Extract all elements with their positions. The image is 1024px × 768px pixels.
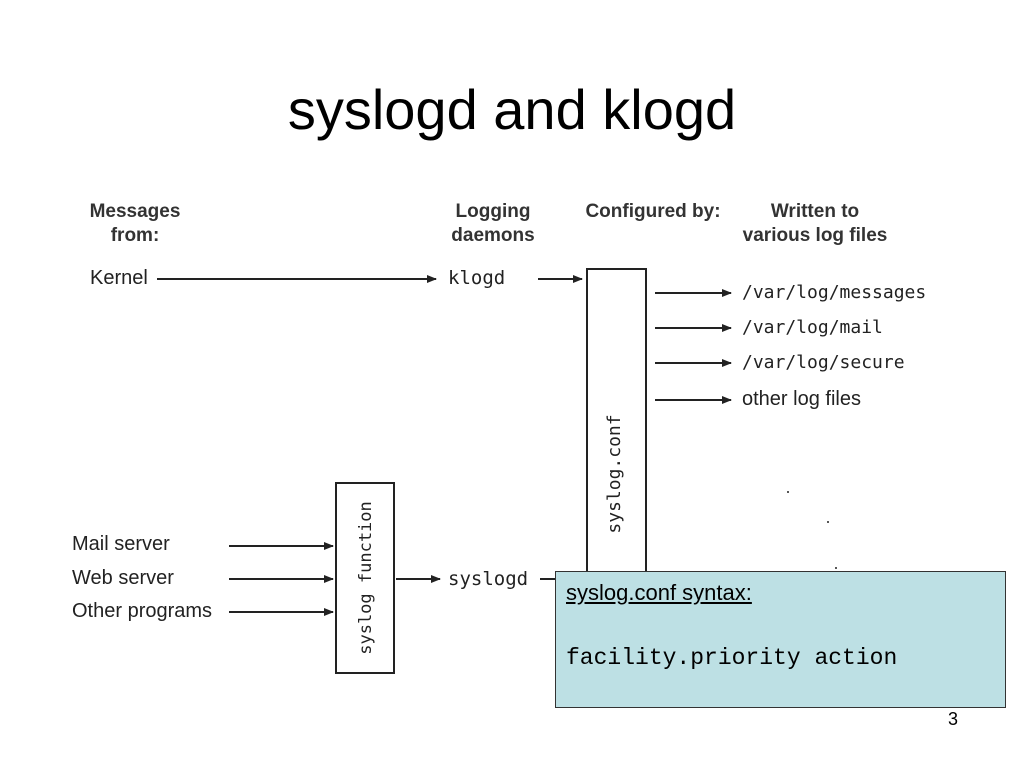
source-kernel: Kernel: [90, 267, 148, 289]
header-written-to-line2: various log files: [742, 225, 888, 246]
header-messages-from: Messages from:: [80, 200, 190, 248]
slide-title: syslogd and klogd: [287, 78, 737, 141]
page-number: 3: [948, 709, 959, 729]
header-logging-daemons: Logging daemons: [438, 200, 548, 248]
header-written-to: Written to various log files: [730, 200, 900, 248]
syslog-function-label: syslog function: [356, 501, 376, 655]
header-logging-daemons-line1: Logging: [455, 201, 531, 222]
log-file-other: other log files: [742, 388, 861, 410]
header-written-to-line1: Written to: [770, 201, 860, 222]
source-mail-server: Mail server: [72, 533, 170, 555]
ellipsis-dot-2: [827, 521, 829, 523]
callout-code: facility.priority action: [566, 645, 898, 671]
log-file-secure: /var/log/secure: [742, 352, 905, 373]
syntax-callout: syslog.conf syntax: facility.priority ac…: [555, 571, 1006, 708]
callout-title: syslog.conf syntax:: [566, 580, 752, 605]
daemon-klogd: klogd: [448, 267, 506, 289]
header-logging-daemons-line2: daemons: [451, 225, 535, 246]
source-other-programs: Other programs: [72, 600, 213, 622]
header-messages-from-line1: Messages: [89, 201, 181, 222]
log-file-messages: /var/log/messages: [742, 282, 927, 303]
syslog-function-box: [335, 482, 395, 674]
syslog-conf-label: syslog.conf: [604, 414, 625, 534]
ellipsis-dot-1: [787, 491, 789, 493]
syslog-conf-box: [586, 268, 647, 580]
ellipsis-dot-3: [835, 567, 837, 569]
header-messages-from-line2: from:: [110, 225, 160, 246]
daemon-syslogd: syslogd: [448, 568, 529, 590]
log-file-mail: /var/log/mail: [742, 317, 883, 338]
source-web-server: Web server: [72, 567, 174, 589]
header-configured-by: Configured by:: [585, 201, 721, 222]
